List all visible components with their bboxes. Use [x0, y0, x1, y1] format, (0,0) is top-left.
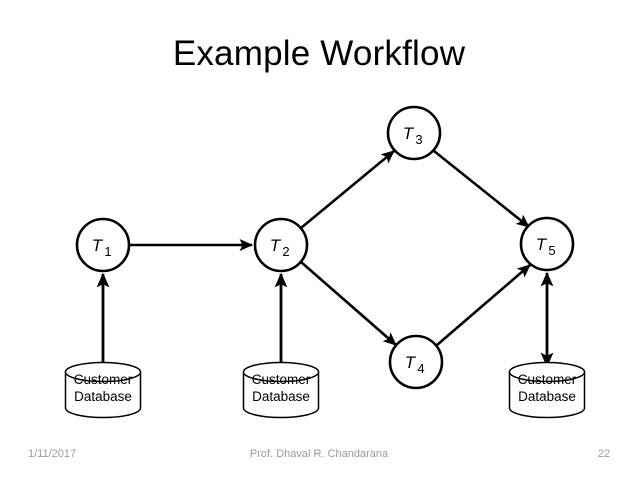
footer-page-number: 22	[597, 448, 610, 460]
node-label-base: T	[270, 236, 282, 255]
node-label-subscript: 4	[417, 361, 424, 376]
cylinder-body	[508, 371, 586, 419]
edge-t4-to-t5	[436, 264, 531, 346]
database-layer: Customer Database Customer Database Cust…	[64, 361, 586, 419]
database-label-line2: Database	[518, 389, 576, 404]
node-circle	[386, 105, 442, 161]
task-node-t4[interactable]: T 4	[388, 334, 444, 390]
cylinder-top	[242, 361, 320, 383]
task-node-t5[interactable]: T 5	[519, 216, 575, 272]
task-node-t1[interactable]: T 1	[75, 217, 131, 273]
cylinder-body	[64, 371, 142, 419]
edge-layer	[96, 149, 554, 368]
node-label-base: T	[536, 235, 548, 254]
node-circle	[253, 217, 309, 273]
cylinder-top	[64, 361, 142, 383]
database-node-1[interactable]: Customer Database	[64, 361, 142, 419]
node-label-subscript: 2	[282, 244, 289, 259]
node-circle	[75, 217, 131, 273]
edge-t3-to-t5	[433, 149, 530, 229]
node-label-base: T	[405, 353, 417, 372]
node-layer: T 1 T 2 T 3 T 4 T 5	[75, 105, 575, 390]
database-label-line2: Database	[252, 389, 310, 404]
cylinder-top	[508, 361, 586, 383]
page-title: Example Workflow	[172, 34, 466, 73]
node-label-subscript: 5	[548, 243, 555, 258]
node-label-subscript: 3	[415, 132, 422, 147]
edge-t2-to-t4	[300, 261, 397, 346]
task-node-t2[interactable]: T 2	[253, 217, 309, 273]
node-circle	[388, 334, 444, 390]
node-label-subscript: 1	[104, 244, 111, 259]
database-label-line1: Customer	[518, 372, 577, 387]
cylinder-body	[242, 371, 320, 419]
database-node-3[interactable]: Customer Database	[508, 361, 586, 419]
node-label-base: T	[403, 124, 415, 143]
database-node-2[interactable]: Customer Database	[242, 361, 320, 419]
database-label-line1: Customer	[252, 372, 311, 387]
database-label-line1: Customer	[74, 372, 133, 387]
footer-author: Prof. Dhaval R. Chandarana	[249, 448, 389, 460]
edge-t2-to-t3	[300, 149, 395, 230]
node-label-base: T	[92, 236, 104, 255]
node-circle	[519, 216, 575, 272]
footer-date: 1/11/2017	[28, 448, 77, 460]
database-label-line2: Database	[74, 389, 132, 404]
task-node-t3[interactable]: T 3	[386, 105, 442, 161]
